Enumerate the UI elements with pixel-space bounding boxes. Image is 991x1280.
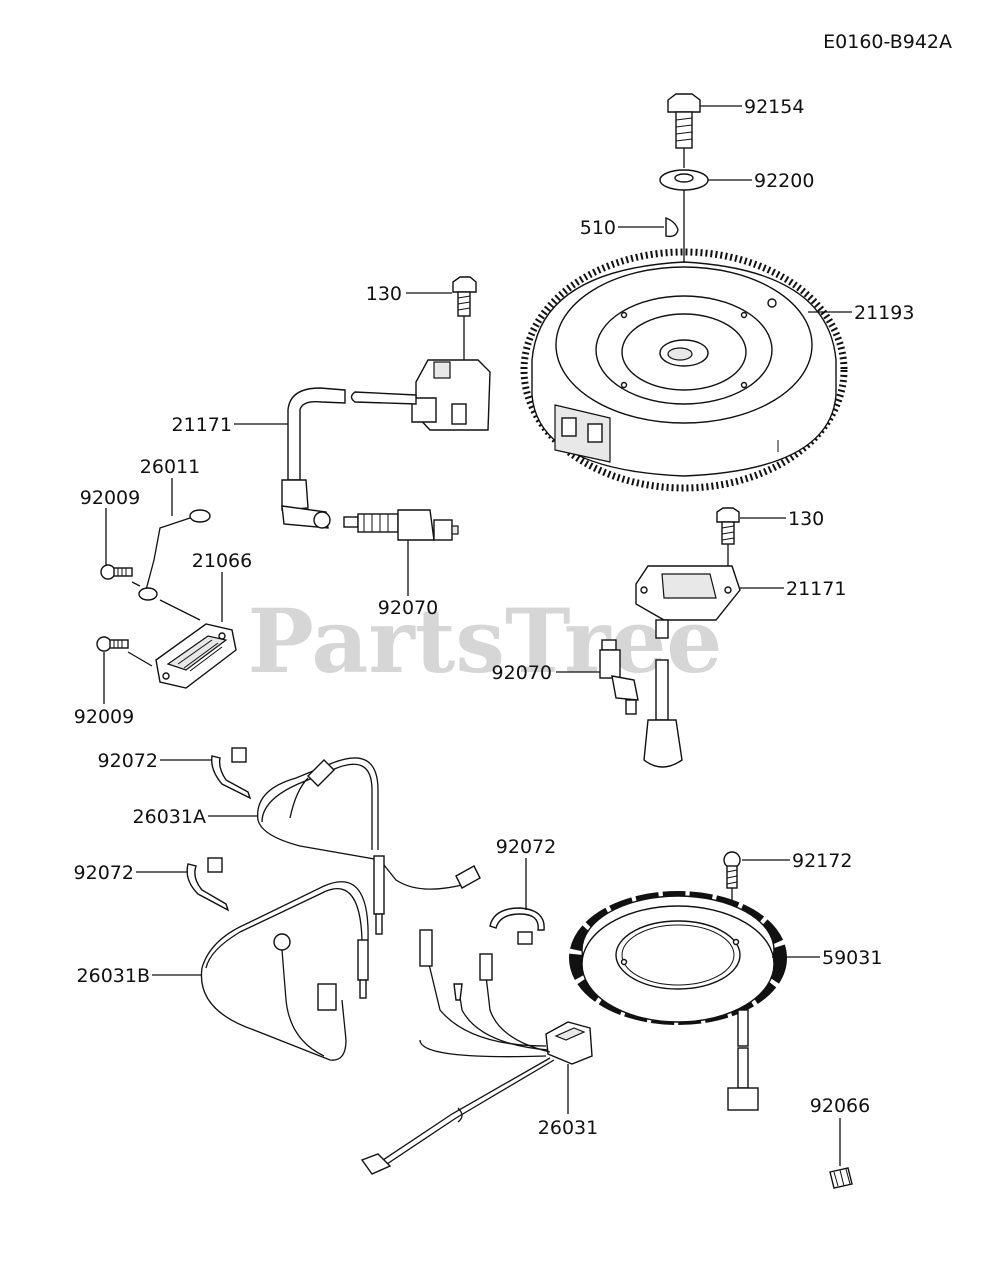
callout-92009-bottom[interactable]: 92009 [74, 706, 134, 728]
ignition-coil-left[interactable] [281, 359, 491, 529]
callout-26031[interactable]: 26031 [538, 1117, 598, 1139]
callout-92154[interactable]: 92154 [744, 96, 804, 118]
harness-26031A[interactable] [257, 757, 481, 935]
callout-26011[interactable]: 26011 [140, 456, 200, 478]
callout-21193[interactable]: 21193 [854, 302, 914, 324]
callout-26031B[interactable]: 26031B [77, 965, 150, 987]
callout-92066[interactable]: 92066 [810, 1095, 870, 1117]
callout-26031A[interactable]: 26031A [133, 806, 206, 828]
callout-92070-right[interactable]: 92070 [492, 662, 552, 684]
callout-92200[interactable]: 92200 [754, 170, 814, 192]
callout-21066[interactable]: 21066 [192, 550, 252, 572]
callout-21171-left[interactable]: 21171 [172, 414, 232, 436]
callout-92072-right[interactable]: 92072 [496, 836, 556, 858]
bolt-130-top[interactable] [452, 276, 477, 317]
screw-92009-bottom[interactable] [96, 636, 129, 652]
flywheel[interactable] [520, 248, 848, 492]
callout-59031[interactable]: 59031 [822, 947, 882, 969]
callout-92072-mid[interactable]: 92072 [74, 862, 134, 884]
spark-plug-left[interactable] [343, 509, 459, 541]
callout-92070-left[interactable]: 92070 [378, 597, 438, 619]
callout-21171-right[interactable]: 21171 [786, 578, 846, 600]
bolt-92154[interactable] [667, 93, 701, 149]
stator[interactable] [569, 891, 787, 1111]
ground-lead-26011[interactable] [138, 509, 211, 601]
callout-130-top[interactable]: 130 [366, 283, 402, 305]
drawing-code: E0160-B942A [823, 31, 952, 53]
clamp-92072-right[interactable] [489, 907, 545, 945]
clamp-92072-top[interactable] [211, 747, 252, 800]
callout-510[interactable]: 510 [580, 217, 616, 239]
harness-26031[interactable] [360, 929, 593, 1175]
washer-92200[interactable] [659, 169, 709, 191]
harness-26031B[interactable] [200, 881, 369, 1061]
spark-plug-right[interactable] [599, 639, 639, 715]
bolt-130-right[interactable] [716, 507, 740, 545]
bolt-92172[interactable] [723, 851, 741, 889]
key-510[interactable] [665, 216, 679, 238]
clamp-92072-mid[interactable] [186, 857, 230, 912]
callout-92009-top[interactable]: 92009 [80, 487, 140, 509]
ignition-coil-right[interactable] [635, 565, 741, 768]
voltage-regulator[interactable] [155, 623, 237, 689]
plug-92066[interactable] [829, 1167, 853, 1189]
callout-92172[interactable]: 92172 [792, 850, 852, 872]
callout-130-right[interactable]: 130 [788, 508, 824, 530]
screw-92009-top[interactable] [100, 564, 133, 580]
callout-92072-top[interactable]: 92072 [98, 750, 158, 772]
